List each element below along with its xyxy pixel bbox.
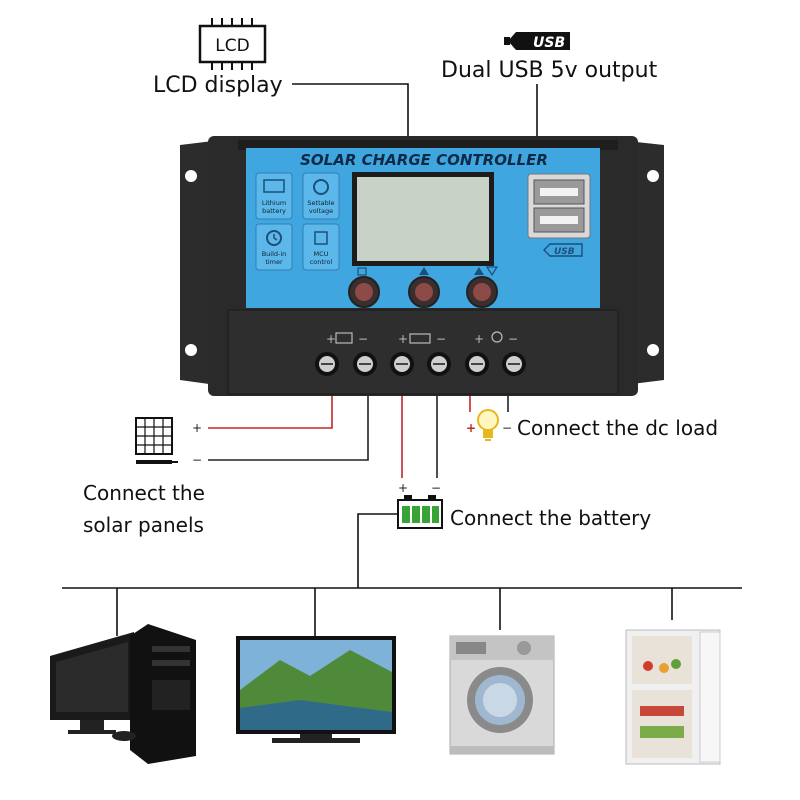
terminal-load-negative[interactable] bbox=[502, 352, 526, 376]
battery-label: Connect the battery bbox=[450, 506, 651, 530]
solar-minus-mark: − bbox=[358, 332, 368, 346]
load-plus-label: + bbox=[466, 421, 476, 435]
terminal-solar-negative[interactable] bbox=[353, 352, 377, 376]
solar-minus-label: − bbox=[192, 453, 202, 467]
solar-panels-label-line2: solar panels bbox=[83, 513, 204, 537]
feature-line1: Lithium bbox=[262, 199, 286, 207]
usb-badge-text: USB bbox=[554, 247, 575, 257]
solar-panel-icon bbox=[135, 417, 178, 464]
usb-icon-text: USB bbox=[533, 35, 565, 51]
solar-positive-wire bbox=[208, 396, 333, 429]
battery-icon bbox=[397, 495, 443, 529]
battery-plus-mark: + bbox=[398, 332, 408, 346]
clock-icon bbox=[266, 230, 282, 246]
usb-badge: USB bbox=[543, 243, 583, 257]
solar-negative-wire bbox=[208, 396, 369, 461]
feature-line2: voltage bbox=[309, 207, 333, 215]
down-load-button[interactable] bbox=[466, 276, 498, 308]
battery-minus-mark: − bbox=[436, 332, 446, 346]
feature-mcu-control: MCU control bbox=[302, 223, 340, 271]
mount-hole-icon bbox=[647, 344, 659, 356]
feature-settable-voltage: Settable voltage bbox=[302, 172, 340, 220]
feature-line1: Settable bbox=[307, 199, 334, 207]
battery-minus-label: − bbox=[431, 481, 441, 495]
mount-hole-icon bbox=[185, 170, 197, 182]
terminal-battery-positive[interactable] bbox=[390, 352, 414, 376]
usb-ports bbox=[527, 173, 591, 239]
refrigerator-icon bbox=[625, 629, 721, 765]
desktop-computer-icon bbox=[50, 624, 196, 764]
feature-line1: MCU bbox=[314, 250, 329, 258]
terminal-load-positive[interactable] bbox=[465, 352, 489, 376]
lcd-display-label: LCD display bbox=[153, 73, 283, 98]
terminal-block bbox=[227, 309, 619, 395]
feature-line2: battery bbox=[262, 207, 286, 215]
solar-panels-label-line1: Connect the bbox=[83, 481, 205, 505]
battery-plus-label: + bbox=[398, 481, 408, 495]
dc-load-label: Connect the dc load bbox=[517, 416, 718, 440]
bulb-mark-icon bbox=[491, 331, 503, 343]
solar-plus-label: + bbox=[192, 421, 202, 435]
battery-mark-icon bbox=[409, 333, 431, 344]
lcd-icon-text: LCD bbox=[215, 36, 249, 56]
washing-machine-icon bbox=[449, 635, 555, 755]
chip-icon bbox=[314, 231, 328, 245]
up-button[interactable] bbox=[408, 276, 440, 308]
distribution-bus bbox=[62, 513, 742, 636]
load-plus-mark: + bbox=[474, 332, 484, 346]
television-icon bbox=[236, 636, 396, 743]
mount-hole-icon bbox=[647, 170, 659, 182]
menu-button[interactable] bbox=[348, 276, 380, 308]
terminal-polarity-marks: + − + − + − bbox=[326, 331, 518, 346]
load-minus-mark: − bbox=[508, 332, 518, 346]
load-minus-label: − bbox=[502, 421, 512, 435]
light-bulb-icon bbox=[477, 409, 499, 441]
battery-icon bbox=[263, 179, 285, 193]
terminal-solar-positive[interactable] bbox=[315, 352, 339, 376]
terminal-screws bbox=[315, 352, 526, 376]
solar-plus-mark: + bbox=[326, 332, 336, 346]
lcd-chip-icon: LCD bbox=[198, 18, 267, 70]
feature-line1: Build-in bbox=[262, 250, 287, 258]
controller-title: SOLAR CHARGE CONTROLLER bbox=[300, 151, 548, 169]
button-symbols bbox=[357, 266, 499, 277]
feature-line2: control bbox=[310, 258, 333, 266]
feature-lithium-battery: Lithium battery bbox=[255, 172, 293, 220]
feature-line2: timer bbox=[265, 258, 283, 266]
feature-build-in-timer: Build-in timer bbox=[255, 223, 293, 271]
usb-output-label: Dual USB 5v output bbox=[441, 58, 658, 83]
wiring bbox=[208, 396, 509, 478]
mount-hole-icon bbox=[185, 344, 197, 356]
usb-plug-icon: USB bbox=[504, 32, 570, 51]
terminal-battery-negative[interactable] bbox=[427, 352, 451, 376]
gear-icon bbox=[313, 179, 329, 195]
lcd-leader-line bbox=[292, 83, 409, 138]
charge-controller: SOLAR CHARGE CONTROLLER Lithium battery … bbox=[180, 136, 664, 396]
solar-panel-mark-icon bbox=[335, 332, 353, 344]
